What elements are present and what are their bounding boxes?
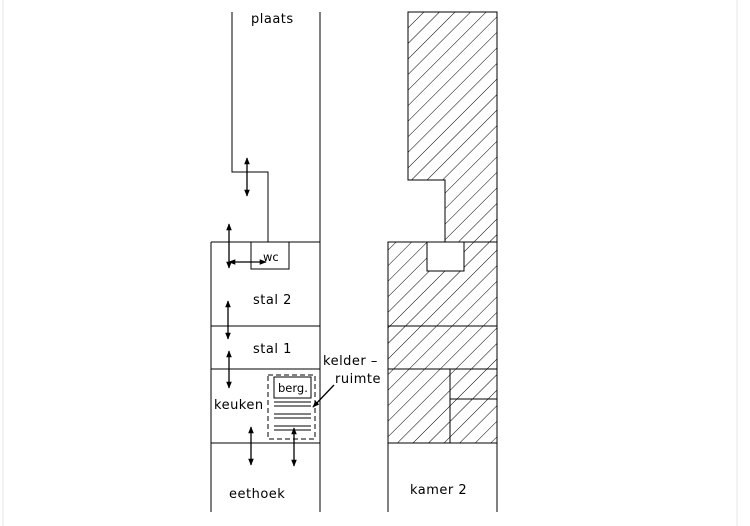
label-plaats: plaats (251, 12, 294, 27)
label-berg: berg. (278, 381, 308, 395)
plaats-wall (231, 12, 269, 242)
berg-box (273, 376, 312, 399)
right-building (387, 11, 498, 512)
hatched-main (387, 241, 498, 444)
label-stal1: stal 1 (253, 342, 292, 357)
arrow-kelder (312, 384, 335, 408)
label-keuken: keuken (214, 398, 264, 413)
door-arrows (225, 157, 335, 467)
hatched-upper (407, 11, 498, 243)
wc-room (250, 241, 290, 270)
label-stal2: stal 2 (253, 293, 292, 308)
label-wc: wc (263, 250, 279, 264)
label-ruimte: ruimte (335, 372, 381, 387)
label-kamer2: kamer 2 (410, 483, 467, 498)
label-kelder: kelder – (323, 354, 378, 369)
notch-box (426, 241, 465, 272)
label-eethoek: eethoek (229, 487, 285, 502)
